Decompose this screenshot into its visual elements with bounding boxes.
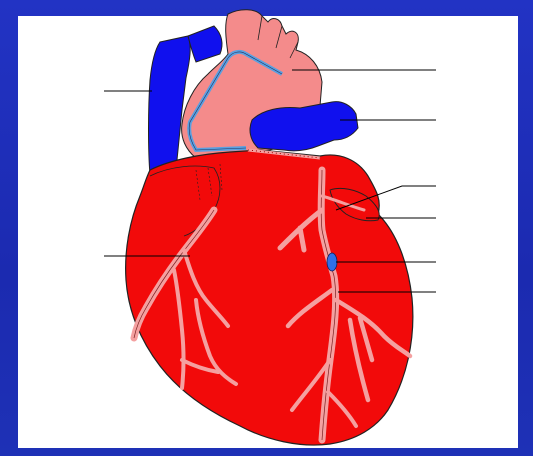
vena-cava-upper	[188, 26, 222, 62]
superior-vena-cava	[149, 36, 191, 175]
blockage-marker	[327, 253, 337, 271]
